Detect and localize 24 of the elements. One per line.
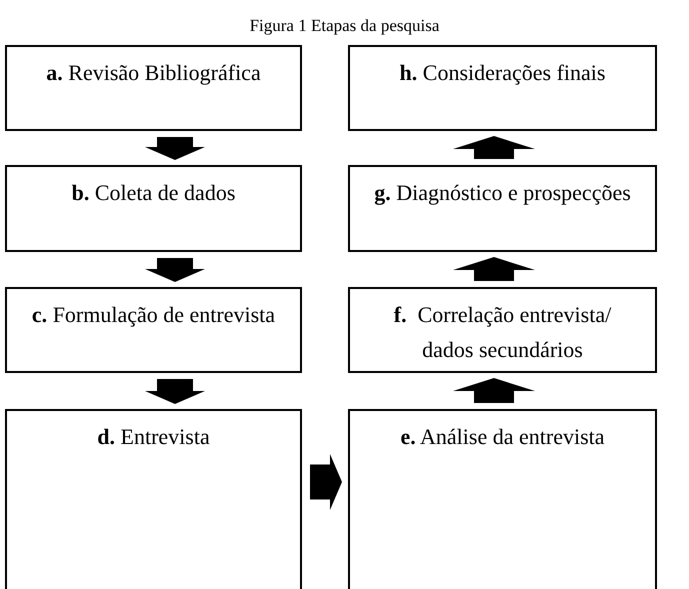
block-arrow — [145, 258, 205, 282]
step-label: g. Diagnóstico e prospecções — [373, 179, 632, 207]
step-box — [348, 45, 657, 131]
block-arrow — [145, 137, 205, 160]
step-label: c. Formulação de entrevista — [30, 301, 276, 329]
block-arrow — [310, 454, 342, 510]
block-arrow — [145, 379, 205, 404]
step-box — [348, 409, 657, 589]
step-label: b. Coleta de dados — [70, 179, 236, 207]
step-label: a. Revisão Bibliográfica — [45, 59, 262, 87]
step-box — [348, 165, 657, 252]
step-box — [5, 287, 302, 373]
step-label: h. Considerações finais — [398, 59, 606, 87]
block-arrow — [453, 257, 535, 281]
step-box — [348, 287, 657, 373]
figure-title: Figura 1 Etapas da pesquisa — [248, 16, 440, 36]
block-arrow — [453, 378, 535, 403]
block-arrow — [453, 136, 535, 159]
step-label: f. Correlação entrevista/ dados secundários — [392, 301, 612, 364]
step-box — [5, 45, 302, 131]
step-label: e. Análise da entrevista — [399, 423, 606, 451]
step-box — [5, 165, 302, 252]
step-box — [5, 409, 302, 589]
step-label: d. Entrevista — [96, 423, 211, 451]
